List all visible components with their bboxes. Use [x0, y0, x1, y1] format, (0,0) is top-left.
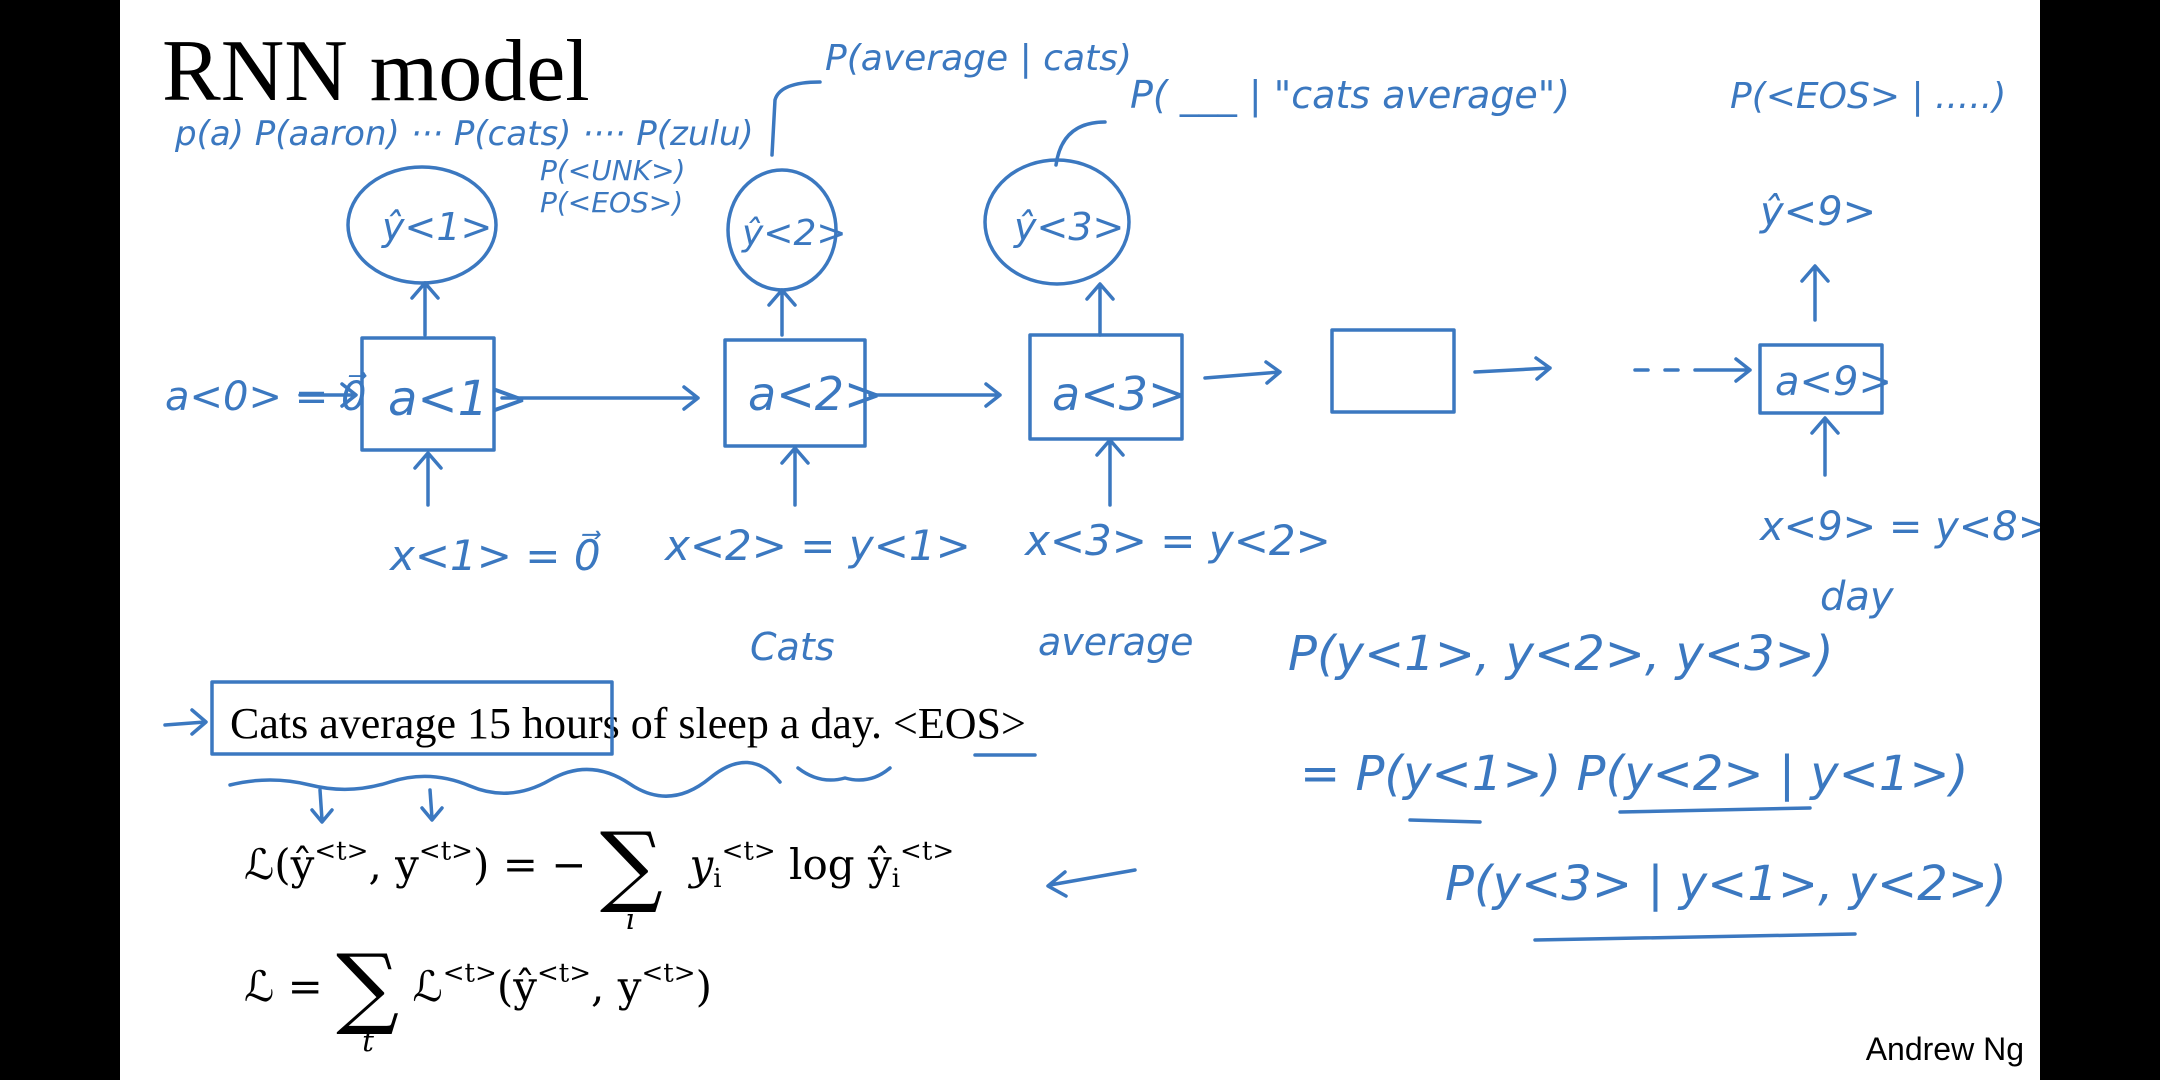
rnn-cell-empty — [1330, 328, 1456, 414]
loss-sup-t4: <t> — [900, 836, 955, 867]
arrow-a2-to-yhat2 — [767, 288, 797, 337]
sum-symbol: ∑ — [599, 812, 663, 916]
p-eos-given-all: P(<EOS> | .....) — [1730, 76, 2006, 117]
total-close: ) — [695, 962, 712, 1011]
scribble-arrow-2 — [420, 788, 444, 822]
rnn-cell-9 — [1758, 343, 1884, 415]
yhat3-label: ŷ<3> — [1013, 205, 1124, 249]
yhat3-circle — [983, 158, 1131, 286]
arrow-x2-to-cell2 — [780, 446, 810, 507]
yhat1-label: ŷ<1> — [381, 205, 492, 249]
vocab-probs-note: p(a) P(aaron) ··· P(cats) ···· P(zulu) — [174, 114, 754, 154]
rnn-cell-3 — [1028, 333, 1184, 441]
sleep-brace — [796, 766, 892, 782]
total-loss-L: ℒ — [412, 962, 443, 1011]
sum-index-t: t — [362, 1024, 374, 1058]
pointer-line-2 — [770, 80, 822, 157]
x1-label: x<1> = 0⃗ — [388, 529, 601, 580]
yhat9-label: ŷ<9> — [1759, 189, 1876, 235]
word-day-note: day — [1820, 574, 1895, 620]
arrow-x9-to-cell9 — [1810, 416, 1840, 477]
yhat2-label: ŷ<2> — [741, 213, 847, 254]
a2-label: a<2> — [748, 367, 883, 421]
scribble-arrow-1 — [310, 788, 334, 824]
arrow-a1-to-yhat1 — [410, 281, 440, 337]
a3-label: a<3> — [1052, 367, 1187, 421]
loss-log-yhat: log ŷ — [775, 840, 892, 889]
loss-pointer-arrow — [1046, 868, 1137, 898]
chain-rule-line2: P(y<3> | y<1>, y<2>) — [1445, 856, 2007, 912]
loss-sup-t2: <t> — [418, 836, 473, 867]
loss-sup-t3: <t> — [721, 836, 776, 867]
slide-title: RNN model — [162, 23, 590, 120]
rnn-cell-1 — [360, 336, 496, 452]
loss-lhs: ℒ(ŷ — [244, 840, 315, 889]
loss-sub-i2: i — [891, 863, 901, 894]
per-step-loss-equation: ℒ(ŷ<t>, y<t>) = − ∑ i yi<t> log ŷi<t> — [244, 820, 954, 936]
total-paren-yhat: (ŷ — [496, 962, 537, 1011]
total-sup-t1: <t> — [442, 958, 497, 989]
total-loss-equation: ℒ = ∑ t ℒ<t>(ŷ<t>, y<t>) — [244, 942, 712, 1058]
total-sup-t2: <t> — [536, 958, 592, 989]
arrow-a3-to-yhat3 — [1085, 282, 1115, 337]
pointer-line-3 — [1054, 120, 1107, 167]
handwritten-ink-layer: p(a) P(aaron) ··· P(cats) ···· P(zulu) P… — [163, 38, 2040, 942]
p-blank-given-cats-average: P( ___ | "cats average") — [1130, 73, 1570, 118]
x2-label: x<2> = y<1> — [663, 521, 971, 570]
loss-sub-i1: i — [713, 863, 722, 894]
eos-prob-note: P(<EOS>) — [540, 186, 683, 219]
p-average-given-cats: P(average | cats) — [825, 38, 1132, 79]
rnn-cell-2 — [723, 338, 867, 448]
word-cats-note: Cats — [750, 625, 835, 669]
chain-underline-1 — [1408, 818, 1482, 824]
word-average-note: average — [1038, 620, 1194, 664]
unk-prob-note: P(<UNK>) — [540, 154, 685, 187]
joint-probability: P(y<1>, y<2>, y<3>) — [1288, 626, 1834, 682]
a9-label: a<9> — [1775, 359, 1892, 405]
loss-comma-y: , y — [368, 840, 419, 889]
x9-label: x<9> = y<8> — [1758, 504, 2040, 550]
arrow-cell3-to-empty — [1203, 360, 1282, 385]
total-comma-y: , y — [591, 962, 642, 1011]
total-sum-symbol: ∑ — [336, 934, 400, 1038]
slide: RNN model Cats average 15 hours of sleep… — [120, 0, 2040, 1080]
dashed-arrow-to-cell9 — [1633, 357, 1752, 383]
loss-y-i: y — [689, 840, 714, 889]
author-credit: Andrew Ng — [1865, 1031, 2024, 1067]
loss-sup-t1: <t> — [314, 836, 369, 867]
chain-underline-3 — [1533, 932, 1857, 942]
total-loss-lhs: ℒ = — [244, 962, 337, 1011]
sentence-underline-scribble — [228, 760, 782, 798]
sentence-window-box — [210, 680, 614, 756]
chain-underline-2 — [1618, 806, 1812, 814]
arrow-x1-to-cell1 — [413, 451, 443, 507]
x3-label: x<3> = y<2> — [1023, 516, 1331, 565]
sentence-pointer-arrow — [163, 708, 208, 736]
arrow-cell1-to-cell2 — [500, 385, 700, 411]
total-sup-t3: <t> — [641, 958, 696, 989]
arrow-a9-to-yhat9 — [1800, 264, 1830, 322]
arrow-cell2-to-cell3 — [868, 382, 1002, 408]
sum-index-i: i — [625, 902, 636, 936]
arrow-x3-to-cell3 — [1095, 438, 1125, 507]
training-sentence: Cats average 15 hours of sleep a day. <E… — [230, 699, 1026, 748]
arrow-empty-onward — [1473, 356, 1552, 381]
loss-equals: ) = − — [473, 840, 587, 889]
chain-rule-line1: = P(y<1>) P(y<2> | y<1>) — [1300, 746, 1968, 802]
arrow-a0-to-cell1 — [298, 382, 358, 408]
yhat1-circle — [346, 165, 498, 285]
